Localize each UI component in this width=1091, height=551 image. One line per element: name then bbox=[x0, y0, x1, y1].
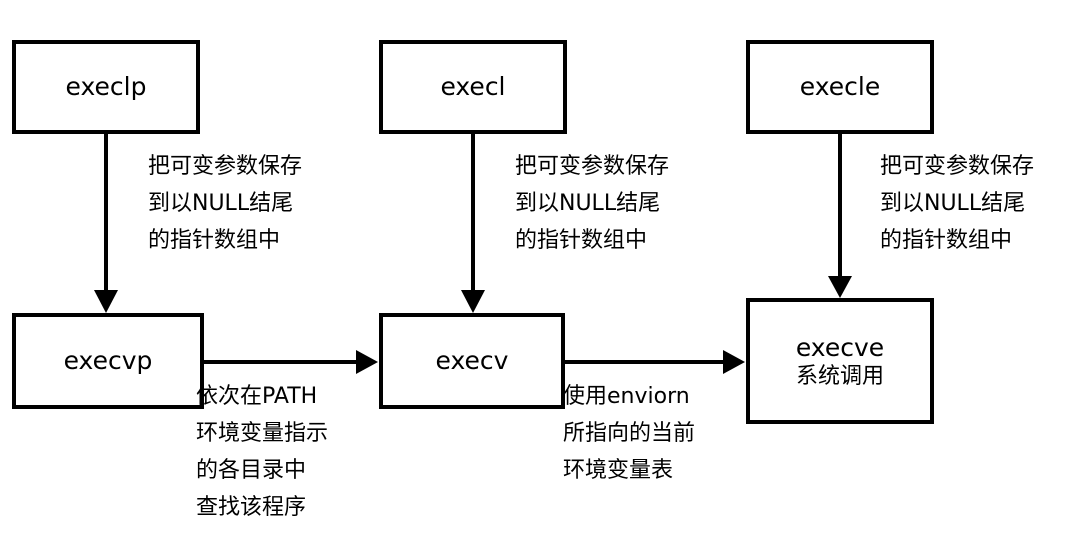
edge-label-execle-to-execve: 把可变参数保存 到以NULL结尾 的指针数组中 bbox=[880, 148, 1034, 259]
arrowhead-execvp-to-execv bbox=[356, 350, 378, 374]
edge-label-execvp-to-execv: 依次在PATH 环境变量指示 的各目录中 查找该程序 bbox=[196, 378, 328, 526]
edge-label-line: 到以NULL结尾 bbox=[880, 191, 1026, 216]
edge-label-line: 查找该程序 bbox=[196, 495, 307, 520]
node-execle: execle bbox=[746, 40, 934, 134]
node-execle-label: execle bbox=[799, 72, 881, 102]
edge-label-execlp-to-execvp: 把可变参数保存 到以NULL结尾 的指针数组中 bbox=[148, 148, 302, 259]
node-execv: execv bbox=[379, 313, 565, 409]
edge-label-line: 的指针数组中 bbox=[148, 228, 281, 253]
edge-label-line: 的指针数组中 bbox=[515, 228, 648, 253]
arrowhead-execv-to-execve bbox=[723, 350, 745, 374]
edge-label-line: 把可变参数保存 bbox=[515, 154, 670, 179]
node-execve-sublabel: 系统调用 bbox=[795, 363, 884, 389]
edge-label-line: 所指向的当前 bbox=[563, 421, 696, 446]
node-execve: execve 系统调用 bbox=[746, 298, 934, 424]
node-execlp-label: execlp bbox=[65, 72, 147, 102]
edge-label-line: 环境变量指示 bbox=[196, 421, 329, 446]
node-execv-label: execv bbox=[435, 346, 509, 376]
edge-label-line: 到以NULL结尾 bbox=[515, 191, 661, 216]
edge-label-execl-to-execv: 把可变参数保存 到以NULL结尾 的指针数组中 bbox=[515, 148, 669, 259]
arrowhead-execle-to-execve bbox=[828, 276, 852, 298]
node-execvp-label: execvp bbox=[63, 346, 153, 376]
edge-label-line: 到以NULL结尾 bbox=[148, 191, 294, 216]
node-execl-label: execl bbox=[440, 72, 506, 102]
edge-label-line: 依次在PATH bbox=[196, 384, 318, 409]
edge-label-line: 把可变参数保存 bbox=[880, 154, 1035, 179]
edge-label-line: 把可变参数保存 bbox=[148, 154, 303, 179]
edge-label-line: 环境变量表 bbox=[563, 458, 674, 483]
arrowhead-execlp-to-execvp bbox=[94, 290, 118, 313]
arrowhead-execl-to-execv bbox=[461, 290, 485, 313]
node-execlp: execlp bbox=[12, 40, 200, 134]
edge-label-line: 使用enviorn bbox=[563, 384, 690, 409]
edge-label-execv-to-execve: 使用enviorn 所指向的当前 环境变量表 bbox=[563, 378, 695, 489]
node-execvp: execvp bbox=[12, 313, 204, 409]
node-execl: execl bbox=[379, 40, 567, 134]
node-execve-label: execve bbox=[795, 332, 885, 362]
edge-label-line: 的指针数组中 bbox=[880, 228, 1013, 253]
edge-label-line: 的各目录中 bbox=[196, 458, 307, 483]
